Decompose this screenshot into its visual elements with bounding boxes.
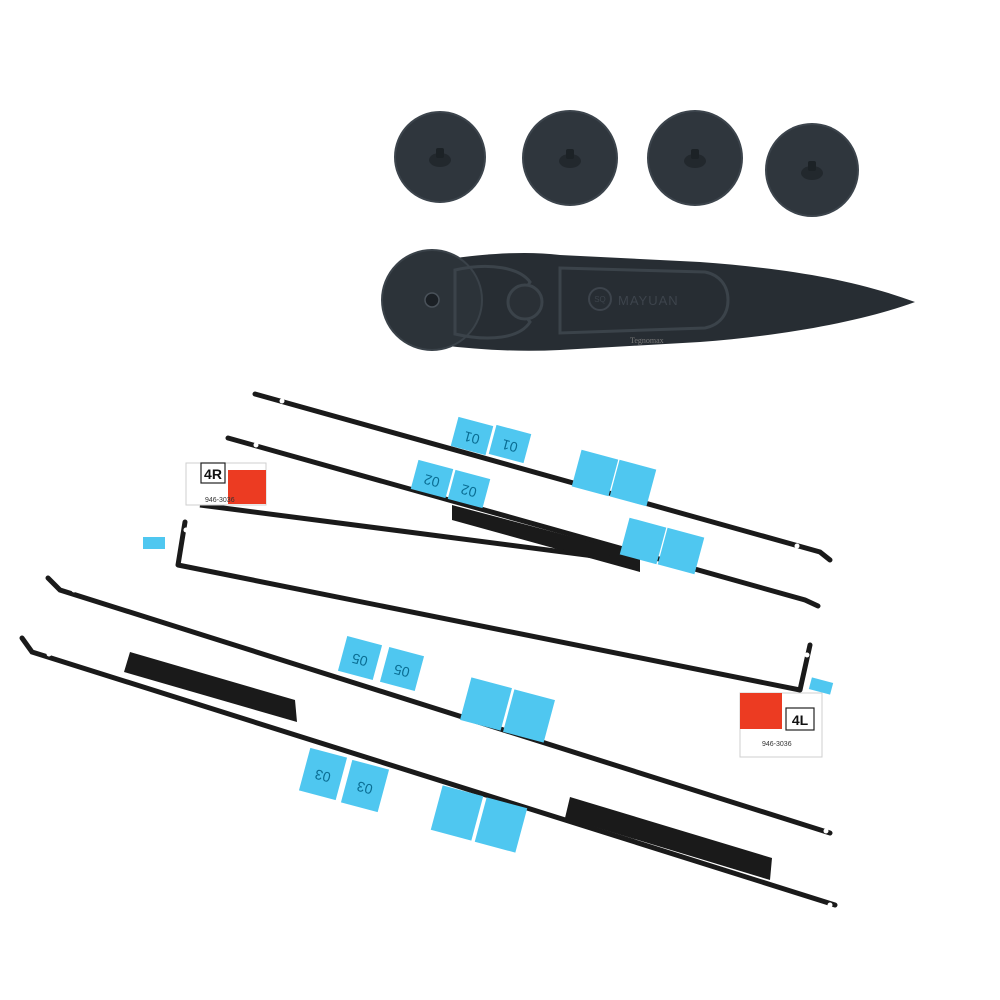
suction-cup-1 bbox=[394, 111, 486, 203]
tab-pair-05: 05 05 bbox=[337, 635, 425, 692]
tab-pair-center bbox=[460, 677, 555, 743]
adhesive-strip-c bbox=[175, 502, 813, 693]
suction-cup-2 bbox=[522, 110, 618, 206]
svg-text:03: 03 bbox=[313, 766, 332, 786]
tab-pair-top-right bbox=[571, 449, 657, 507]
svg-text:05: 05 bbox=[392, 661, 411, 681]
label-4l: 4L 946-3036 bbox=[739, 692, 823, 758]
adhesive-strip-d bbox=[45, 575, 833, 836]
suction-cup-4 bbox=[765, 123, 859, 217]
opening-wheel-tool: SQ MAYUAN bbox=[381, 249, 915, 351]
adhesive-strip-a bbox=[252, 391, 833, 563]
release-tabs: 01 01 02 02 05 05 03 bbox=[143, 416, 834, 853]
label-4r: 4R 946-3036 bbox=[185, 462, 267, 506]
svg-text:02: 02 bbox=[459, 481, 478, 501]
tab-pair-02: 02 02 bbox=[410, 459, 491, 509]
suction-cup-3 bbox=[647, 110, 743, 206]
tab-small-right bbox=[808, 677, 834, 695]
tab-pair-01: 01 01 bbox=[450, 416, 532, 464]
brand-logo: SQ bbox=[588, 287, 612, 311]
svg-text:4L: 4L bbox=[792, 712, 809, 728]
suction-cups bbox=[394, 110, 859, 217]
svg-text:946-3036: 946-3036 bbox=[205, 497, 235, 504]
adhesive-strip-e bbox=[19, 635, 838, 908]
svg-text:01: 01 bbox=[462, 428, 481, 448]
svg-text:946-3036: 946-3036 bbox=[762, 741, 792, 748]
tab-pair-mid-right bbox=[619, 517, 705, 575]
svg-text:05: 05 bbox=[350, 650, 369, 670]
svg-text:4R: 4R bbox=[204, 466, 222, 482]
tab-small-left bbox=[143, 537, 165, 549]
brand-text: MAYUAN bbox=[618, 293, 679, 308]
svg-text:01: 01 bbox=[500, 436, 519, 456]
svg-text:03: 03 bbox=[355, 778, 374, 798]
watermark-text: Tegnomax bbox=[630, 336, 664, 345]
svg-text:SQ: SQ bbox=[594, 295, 606, 304]
tab-pair-bottom bbox=[430, 785, 528, 853]
tab-pair-03: 03 03 bbox=[298, 747, 390, 813]
svg-text:02: 02 bbox=[422, 471, 441, 491]
adhesive-strips bbox=[19, 391, 838, 908]
